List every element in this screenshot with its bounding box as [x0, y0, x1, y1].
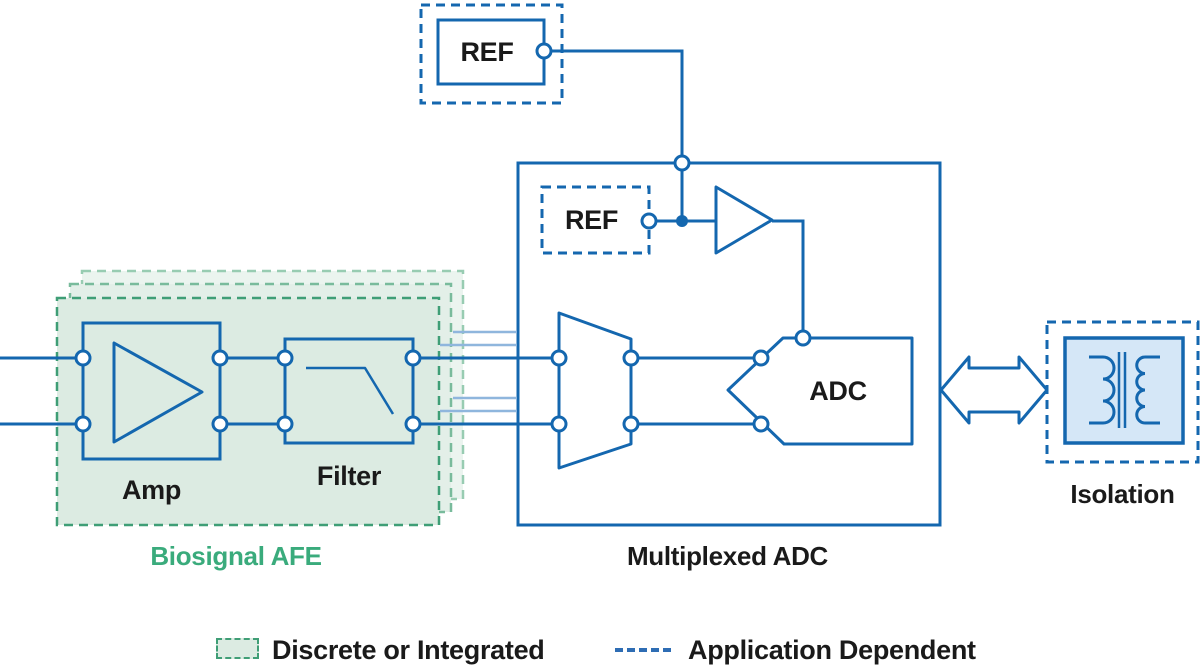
- transformer-left-winding: [1089, 355, 1116, 425]
- terminal-circle: [211, 349, 229, 367]
- terminal-circle: [794, 329, 812, 347]
- afe-caption: Biosignal AFE: [150, 541, 322, 571]
- terminal-circle: [752, 415, 770, 433]
- amplifier-triangle-icon: [112, 341, 204, 444]
- filter-box: [283, 337, 415, 445]
- buffer-triangle-icon: [714, 185, 774, 255]
- terminal-circle: [404, 349, 422, 367]
- legend-dependent-swatch: [615, 648, 671, 652]
- terminals: [74, 42, 812, 433]
- signal-wires: [0, 49, 805, 426]
- terminal-circle: [74, 415, 92, 433]
- terminal-circle: [622, 349, 640, 367]
- terminal-circle: [535, 42, 553, 60]
- terminal-circle: [640, 212, 658, 230]
- adc-pentagon: [726, 336, 914, 446]
- legend-discrete-swatch: [216, 638, 259, 659]
- ref-external-label: REF: [460, 36, 514, 67]
- amp-box: [81, 321, 222, 461]
- terminal-circle: [74, 349, 92, 367]
- terminal-circle: [276, 349, 294, 367]
- terminal-circle: [276, 415, 294, 433]
- multiplexer-trapezoid-icon: [557, 311, 633, 470]
- transformer-core: [1117, 352, 1127, 428]
- legend-discrete-label: Discrete or Integrated: [272, 634, 545, 665]
- terminal-circle: [404, 415, 422, 433]
- terminal-circle: [752, 349, 770, 367]
- terminal-circle: [550, 349, 568, 367]
- terminal-circle: [550, 415, 568, 433]
- afe-panel-front: [55, 296, 441, 527]
- lowpass-response-icon: [306, 366, 395, 415]
- ref-external-dashed-box: [419, 3, 564, 105]
- terminal-circle: [622, 415, 640, 433]
- isolation-label: Isolation: [1070, 479, 1175, 509]
- bidirectional-arrow-icon: [939, 355, 1049, 425]
- filter-label: Filter: [316, 460, 382, 491]
- ghost-channel-wires: [440, 330, 517, 413]
- terminal-circle: [211, 415, 229, 433]
- junction-dot: [676, 215, 688, 227]
- terminal-circle: [673, 154, 691, 172]
- transformer-right-winding: [1135, 355, 1160, 425]
- buffer-to-adc-wire: [772, 219, 805, 338]
- adc-label: ADC: [809, 375, 867, 406]
- multiplexed-adc-box: [516, 161, 942, 527]
- ref-internal-label: REF: [564, 204, 619, 235]
- mux-adc-caption: Multiplexed ADC: [626, 541, 829, 571]
- amp-label: Amp: [121, 474, 182, 505]
- transformer-coils-icon: [1089, 352, 1160, 428]
- legend-dependent-label: Application Dependent: [688, 634, 976, 665]
- biosignal-afe-group: [55, 269, 465, 527]
